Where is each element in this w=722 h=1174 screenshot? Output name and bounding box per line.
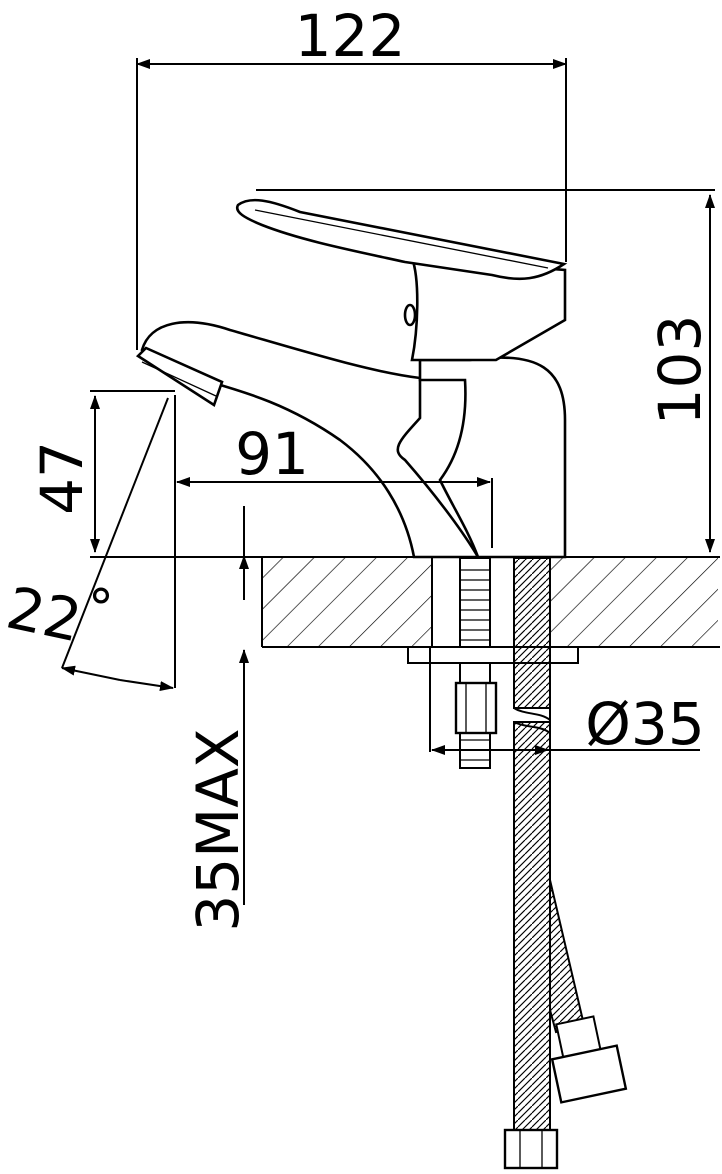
dim-width: 122 xyxy=(136,2,567,350)
dim-height-label: 103 xyxy=(646,315,714,426)
dim-height: 103 xyxy=(256,189,715,553)
mounting-hardware xyxy=(407,557,579,769)
dim-spout-height-label: 47 xyxy=(28,441,96,515)
dim-spray-angle: 22 ° xyxy=(1,397,174,692)
dim-max-thickness: 35MAX xyxy=(184,506,252,932)
flexible-hoses xyxy=(503,557,628,1170)
faucet-body xyxy=(135,198,568,559)
dim-spout-height: 47 xyxy=(28,390,175,553)
dim-spout-reach-label: 91 xyxy=(235,420,309,488)
dim-spray-angle-unit: ° xyxy=(88,579,114,639)
dim-spray-angle-label: 22 xyxy=(1,574,87,656)
dim-spout-reach: 91 xyxy=(174,395,493,688)
dim-max-thickness-label: 35MAX xyxy=(184,728,252,931)
countertop-section xyxy=(90,556,720,648)
dim-width-label: 122 xyxy=(295,2,406,70)
dim-hole-diameter-label: Ø35 xyxy=(585,690,704,758)
dim-hole-diameter: Ø35 xyxy=(429,648,705,758)
